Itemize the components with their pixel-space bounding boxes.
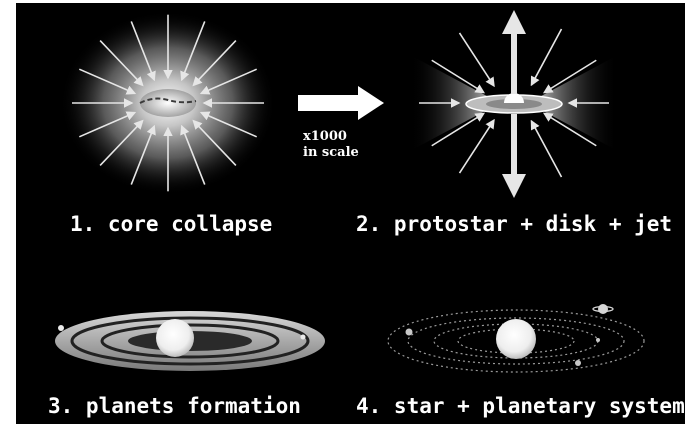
stage-3-label: 3. planets formation <box>48 394 301 418</box>
orbit <box>407 317 625 365</box>
young-star <box>156 319 194 357</box>
arrow-icon <box>458 32 495 88</box>
scale-note-line1: x1000 <box>303 129 347 144</box>
planets-formation-illustration <box>55 311 325 371</box>
scale-arrow <box>298 86 384 120</box>
gap-1 <box>70 316 310 366</box>
arrow-icon <box>78 68 137 95</box>
star <box>496 319 536 359</box>
arrow-icon <box>542 59 597 94</box>
core-collapse-illustration <box>60 11 276 195</box>
arrow-icon <box>78 111 137 138</box>
planetary-system-illustration <box>387 304 645 373</box>
collapsing-core <box>140 89 196 117</box>
scale-arrow-icon <box>298 86 384 120</box>
arrow-icon <box>99 119 144 167</box>
planet <box>405 328 413 336</box>
arrow-icon <box>192 119 237 167</box>
planet <box>575 360 581 366</box>
gap-2 <box>100 323 280 359</box>
planetesimal <box>58 325 64 331</box>
protostar-illustration <box>410 10 618 198</box>
arrow-icon <box>180 124 206 185</box>
arrow-icon <box>431 112 486 147</box>
arrow-icon <box>99 39 144 87</box>
orbit <box>387 309 645 373</box>
arrow-icon <box>130 124 156 185</box>
arrow-icon <box>458 118 495 174</box>
planet <box>596 338 600 342</box>
stage-2-label: 2. protostar + disk + jet <box>356 212 673 236</box>
ringed-planet <box>598 304 608 314</box>
arrow-icon <box>199 111 258 138</box>
arrow-icon <box>530 119 563 178</box>
arrow-icon <box>530 28 563 87</box>
arrow-icon <box>192 39 237 87</box>
infall-arrows <box>72 14 264 192</box>
arrow-icon <box>180 21 206 82</box>
stage-4-label: 4. star + planetary system <box>356 394 685 418</box>
planetesimal <box>300 334 306 340</box>
arrow-icon <box>199 68 258 95</box>
infall-arrows-2 <box>419 28 609 178</box>
scale-note-line2: in scale <box>303 145 359 160</box>
stage-1-label: 1. core collapse <box>70 212 273 236</box>
arrow-icon <box>542 112 597 147</box>
protostar <box>504 93 524 103</box>
arrow-icon <box>431 59 486 94</box>
arrow-icon <box>130 21 156 82</box>
